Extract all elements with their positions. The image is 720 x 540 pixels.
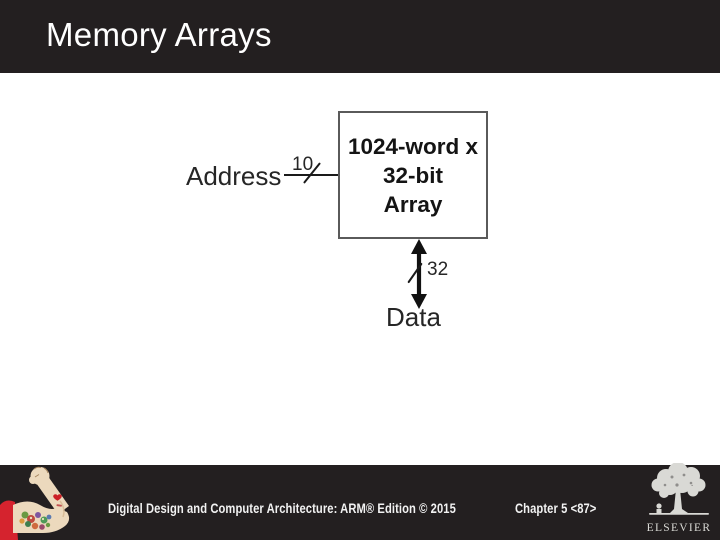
box-label-line: 1024-word x: [347, 133, 479, 159]
footer-bar: Digital Design and Computer Architecture…: [0, 463, 720, 540]
elsevier-tree-icon: [649, 463, 709, 515]
elsevier-logo: ELSEVIER: [642, 463, 716, 534]
data-label: Data: [386, 302, 441, 332]
chapter-page-indicator: Chapter 5 <87>: [515, 500, 597, 516]
title-bar: Memory Arrays: [0, 0, 720, 73]
elsevier-wordmark: ELSEVIER: [646, 522, 712, 534]
data-bidirectional-arrow: [411, 239, 427, 309]
box-label-line: 32-bit: [382, 162, 443, 188]
slide-title: Memory Arrays: [46, 16, 272, 53]
tattooed-arm-illustration: [0, 466, 70, 540]
memory-array-diagram: Address 10 1024-word x 32-bit Array 32 D…: [186, 111, 488, 332]
address-label: Address: [186, 161, 282, 191]
data-bus-width-label: 32: [427, 259, 449, 280]
memory-array-box: 1024-word x 32-bit Array: [338, 111, 488, 239]
address-bus-width-label: 10: [292, 154, 314, 175]
book-credit: Digital Design and Computer Architecture…: [108, 500, 456, 516]
box-label-line: Array: [383, 191, 443, 217]
